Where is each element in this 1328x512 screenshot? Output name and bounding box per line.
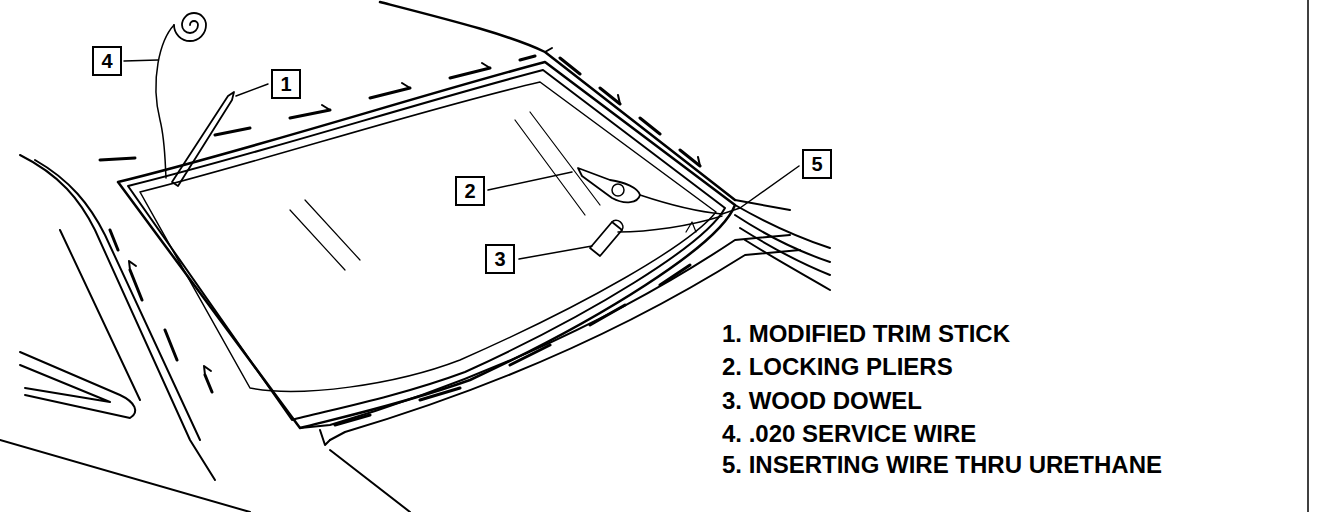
body-line — [35, 160, 200, 440]
callout-number: 3 — [494, 249, 505, 269]
key-entry: 2. LOCKING PLIERS — [722, 355, 953, 379]
service-wire — [618, 216, 722, 232]
locking-pliers — [578, 168, 640, 202]
wood-dowel — [612, 220, 623, 230]
callout-number: 5 — [811, 154, 822, 174]
trim-stick — [172, 92, 234, 186]
callout-box: 1 — [271, 69, 301, 99]
key-entry: 1. MODIFIED TRIM STICK — [722, 322, 1010, 346]
callout-number: 2 — [464, 181, 475, 201]
callout-box: 3 — [485, 244, 515, 274]
leader-line — [740, 166, 799, 208]
windshield-frame — [118, 62, 735, 428]
locking-pliers — [612, 184, 624, 196]
windshield-glass — [140, 82, 716, 391]
travel-dash — [100, 56, 700, 166]
wire-coil — [174, 13, 206, 41]
door-window — [20, 365, 110, 402]
callout-number: 1 — [280, 74, 291, 94]
wood-dowel — [590, 222, 622, 256]
service-wire — [722, 208, 740, 214]
body-line — [20, 155, 215, 480]
glass-reflection — [290, 112, 600, 270]
hood-line — [735, 205, 830, 290]
door-window — [20, 352, 135, 418]
service-wire — [686, 222, 696, 232]
key-entry: 4. .020 SERVICE WIRE — [722, 422, 976, 446]
callout-box: 5 — [802, 149, 832, 179]
cowl-line — [320, 430, 330, 445]
callout-number: 4 — [101, 51, 112, 71]
service-wire — [156, 25, 174, 178]
body-line — [0, 440, 250, 512]
callout-box: 4 — [92, 46, 122, 76]
key-entry: 3. WOOD DOWEL — [722, 389, 922, 413]
cowl-line — [300, 235, 790, 428]
leader-line — [236, 84, 268, 96]
key-entry: 5. INSERTING WIRE THRU URETHANE — [722, 453, 1162, 477]
roof-line — [545, 48, 552, 52]
travel-arrowhead — [322, 63, 700, 166]
leader-line — [519, 246, 592, 259]
travel-arrowhead — [129, 261, 211, 375]
windshield-molding — [128, 70, 725, 420]
body-line — [330, 450, 410, 512]
callout-box: 2 — [455, 176, 485, 206]
service-wire — [640, 195, 722, 214]
leader-line — [124, 60, 158, 61]
page-border — [1307, 0, 1309, 512]
travel-dash — [335, 265, 690, 425]
leader-line — [488, 172, 572, 190]
